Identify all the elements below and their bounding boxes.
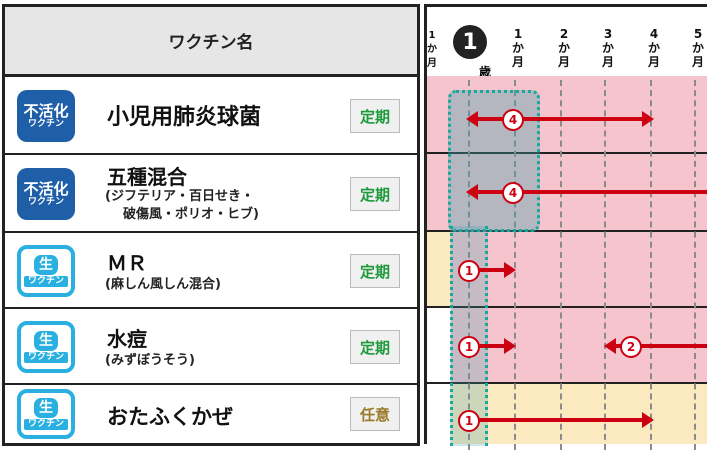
vaccine-name: ＭＲ [107,251,147,275]
dose-count-label: 1 [464,264,474,278]
inactivated-vaccine-badge: 不活化 ワクチン [17,90,75,142]
live-vaccine-badge: 生 ワクチン [17,245,75,297]
vaccine-subtitle: (みずぼうそう) [105,353,195,368]
badge-bottom-label: ワクチン [27,196,64,207]
dose-count-label: 1 [464,414,474,428]
vaccine-name: 五種混合 [107,165,187,189]
month-gridline [604,80,606,450]
vaccine-name: 小児用肺炎球菌 [107,105,262,130]
pre-age-white [427,308,451,382]
badge-top-label: 生 [34,398,58,418]
routine-tag: 定期 [350,99,400,133]
dose-count-circle: 4 [502,109,524,131]
vaccine-subtitle-line2: 破傷風・ポリオ・ヒブ) [123,207,259,222]
routine-tag: 定期 [350,254,400,288]
dose-arrow-pneumococcal [466,111,654,127]
inactivated-vaccine-badge: 不活化 ワクチン [17,168,75,220]
dose-count-circle: 1 [458,260,480,282]
header-title: ワクチン名 [168,33,254,53]
simultaneous-highlight-box [448,90,540,232]
age-unit-label: 歳 [479,65,492,79]
month-label: 2か月 [557,27,570,69]
dose-count-circle: 4 [502,182,524,204]
badge-bottom-label: ワクチン [23,419,68,430]
pre-age-white-2 [427,384,451,444]
vaccine-subtitle: (麻しん風しん混合) [105,277,221,292]
dose-count-label: 4 [508,186,518,200]
badge-top-label: 不活化 [23,179,69,198]
badge-top-label: 生 [34,255,58,275]
live-vaccine-badge: 生 ワクチン [17,389,75,439]
vaccine-row-mr[interactable]: 生 ワクチン ＭＲ (麻しん風しん混合) 定期 [5,233,417,309]
pre-age-cream [427,232,451,306]
month-gridline [560,80,562,450]
month-label: 4か月 [647,27,660,69]
vaccine-name: 水痘 [107,327,147,351]
vaccine-row-mumps[interactable]: 生 ワクチン おたふくかぜ 任意 [5,385,417,443]
badge-top-label: 生 [34,331,58,351]
month-label: 1か月 [427,30,437,69]
month-gridline [694,80,696,450]
vaccine-row-pneumococcal[interactable]: 不活化 ワクチン 小児用肺炎球菌 定期 [5,77,417,155]
live-vaccine-badge: 生 ワクチン [17,321,75,373]
routine-tag: 定期 [350,330,400,364]
dose-count-label: 2 [626,340,636,354]
table-header: ワクチン名 [5,7,417,77]
dose-arrows [466,111,707,428]
timeline-row-pneumococcal [424,76,707,154]
badge-bottom-label: ワクチン [23,352,68,363]
dose-count-label: 1 [464,340,474,354]
dose-count-circle: 1 [458,410,480,432]
badge-bottom-label: ワクチン [23,276,68,287]
vaccine-row-pentavalent[interactable]: 不活化 ワクチン 五種混合 (ジフテリア・百日せき・ 破傷風・ポリオ・ヒブ) 定… [5,155,417,233]
badge-bottom-label: ワクチン [27,118,64,129]
month-gridline [650,80,652,450]
age-circle-number: 1 [462,29,478,55]
timeline-header: 1か月 1 歳 1か月 2か月 3か月 4か月 5か月 [424,4,707,79]
badge-top-label: 不活化 [23,101,69,120]
month-gridline [514,80,516,450]
vaccine-subtitle: (ジフテリア・百日せき・ [105,189,254,204]
dose-count-circle: 1 [458,336,480,358]
dose-count-circle: 2 [620,336,642,358]
month-label: 3か月 [601,27,614,69]
month-label: 5か月 [691,27,704,69]
dose-count-label: 4 [508,113,518,127]
vaccine-table: ワクチン名 不活化 ワクチン 小児用肺炎球菌 定期 不活化 ワクチン 五種混合 … [2,4,420,446]
optional-tag: 任意 [350,397,400,431]
routine-tag: 定期 [350,177,400,211]
age-circle: 1 [453,25,487,59]
month-label: 1か月 [511,27,524,69]
schedule-timeline: 1か月 1 歳 1か月 2か月 3か月 4か月 5か月 [424,0,707,450]
vaccine-name: おたふくかぜ [107,405,233,429]
dose-arrow-mumps [468,412,654,428]
vaccine-row-varicella[interactable]: 生 ワクチン 水痘 (みずぼうそう) 定期 [5,309,417,385]
